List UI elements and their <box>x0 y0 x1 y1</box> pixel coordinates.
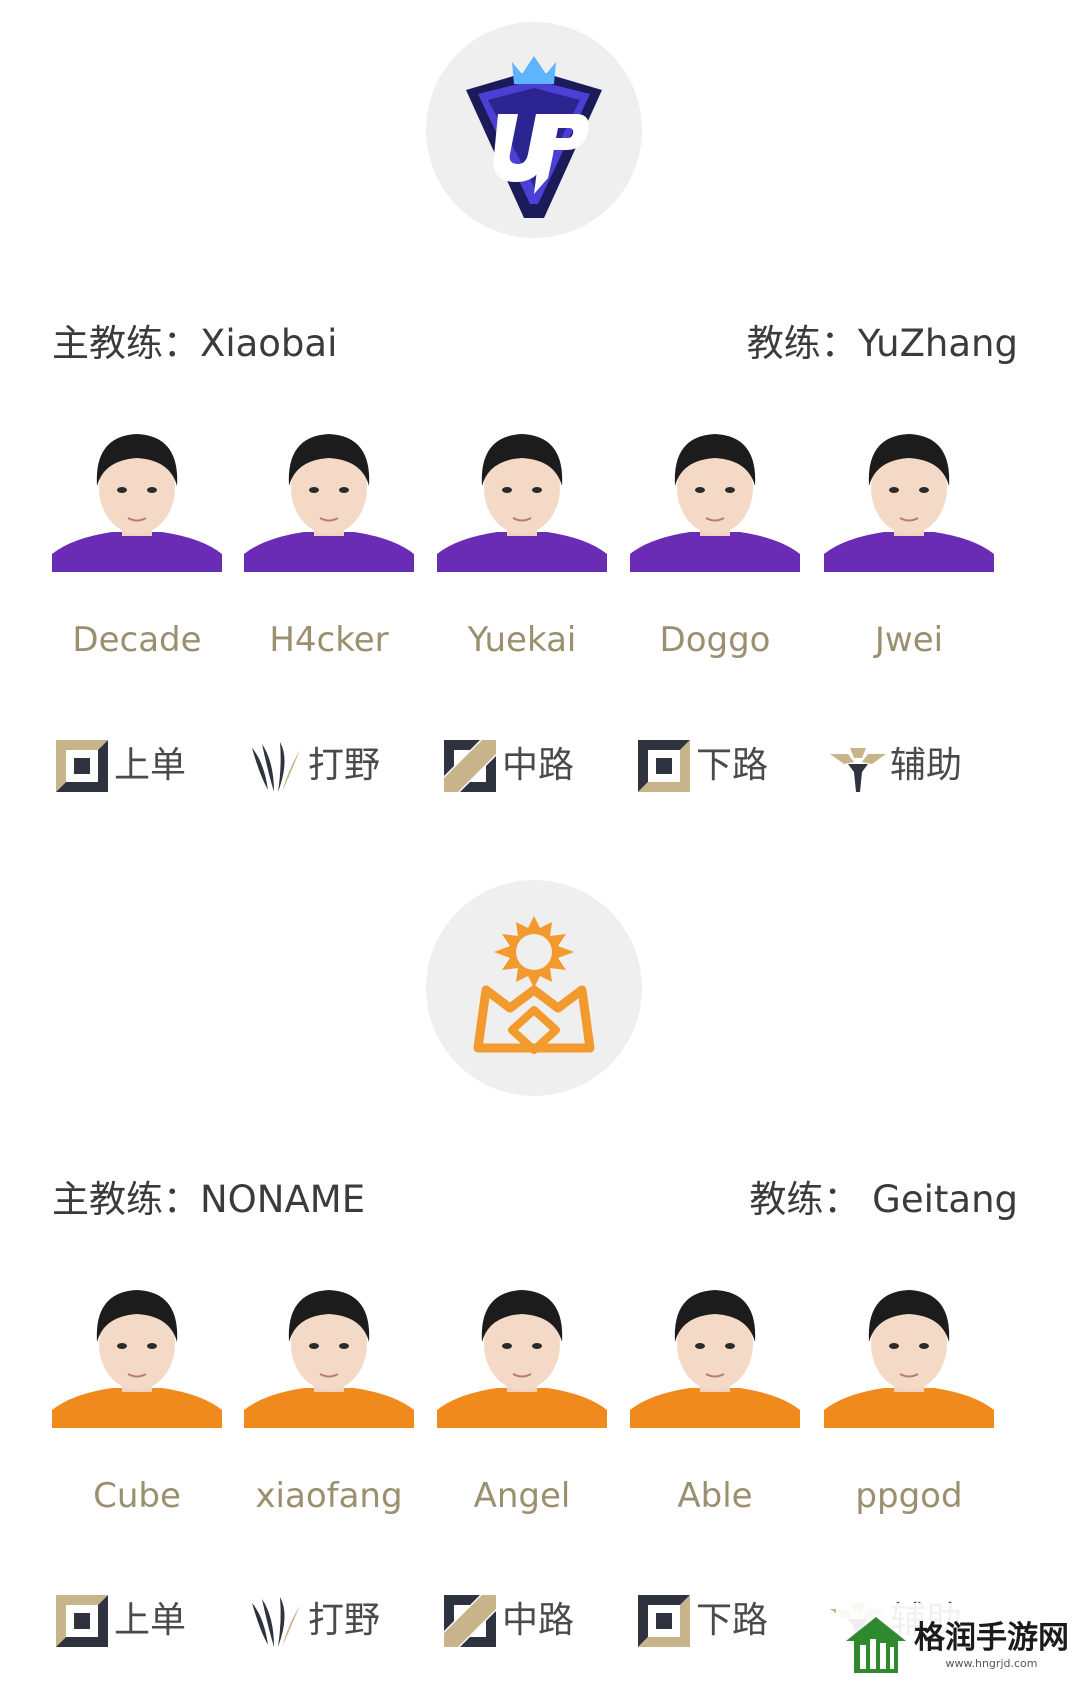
player-name: ppgod <box>855 1476 963 1516</box>
jungle-icon <box>252 742 300 792</box>
role-label: 上单 <box>114 1600 187 1641</box>
player-photo <box>52 1258 222 1428</box>
player-photo <box>824 402 994 572</box>
player-photo <box>244 402 414 572</box>
head-coach-label: 主教练：NONAME <box>52 1178 366 1221</box>
watermark-title: 格润手游网 <box>914 1620 1069 1656</box>
player-name: Jwei <box>874 620 944 660</box>
player-name: Doggo <box>659 620 771 660</box>
player-name: Decade <box>72 620 202 660</box>
player-photo <box>244 1258 414 1428</box>
omg-logo-icon <box>473 916 595 1054</box>
mid-lane-icon <box>444 1595 496 1647</box>
team-logo-up <box>426 22 642 238</box>
up-logo-icon <box>466 56 602 218</box>
jungle-icon <box>252 1597 300 1647</box>
role-mid: 中路 <box>440 735 574 797</box>
role-label: 打野 <box>308 745 381 786</box>
player-photo <box>824 1258 994 1428</box>
role-mid: 中路 <box>440 1590 574 1652</box>
site-watermark: 格润手游网 www.hngrjd.com <box>836 1603 1076 1687</box>
player-name: Able <box>677 1476 753 1516</box>
role-top: 上单 <box>52 1590 186 1652</box>
bot-lane-icon <box>638 740 690 792</box>
player-photo <box>630 402 800 572</box>
player-photo <box>630 1258 800 1428</box>
role-label: 上单 <box>114 745 187 786</box>
role-label: 中路 <box>502 1600 575 1641</box>
role-top: 上单 <box>52 735 186 797</box>
player-name: xiaofang <box>255 1476 403 1516</box>
role-jungle: 打野 <box>246 1590 380 1652</box>
top-lane-icon <box>56 740 108 792</box>
bot-lane-icon <box>638 1595 690 1647</box>
head-coach-label: 主教练：Xiaobai <box>52 322 338 365</box>
player-name: H4cker <box>269 620 389 660</box>
role-bot: 下路 <box>634 735 768 797</box>
support-icon <box>830 748 886 792</box>
role-support: 辅助 <box>828 735 962 797</box>
coach-label: 教练： Geitang <box>749 1178 1018 1221</box>
role-label: 下路 <box>696 1600 769 1641</box>
player-photo <box>52 402 222 572</box>
role-label: 打野 <box>308 1600 381 1641</box>
player-photo <box>437 402 607 572</box>
house-logo-icon <box>846 1617 906 1673</box>
role-label: 辅助 <box>890 745 963 786</box>
player-name: Cube <box>93 1476 181 1516</box>
coach-label: 教练：YuZhang <box>746 322 1018 365</box>
mid-lane-icon <box>444 740 496 792</box>
player-name: Angel <box>473 1476 571 1516</box>
team-logo-omg <box>426 880 642 1096</box>
top-lane-icon <box>56 1595 108 1647</box>
role-bot: 下路 <box>634 1590 768 1652</box>
role-label: 中路 <box>502 745 575 786</box>
role-jungle: 打野 <box>246 735 380 797</box>
player-name: Yuekai <box>467 620 577 660</box>
role-label: 下路 <box>696 745 769 786</box>
watermark-url: www.hngrjd.com <box>945 1657 1038 1670</box>
player-photo <box>437 1258 607 1428</box>
